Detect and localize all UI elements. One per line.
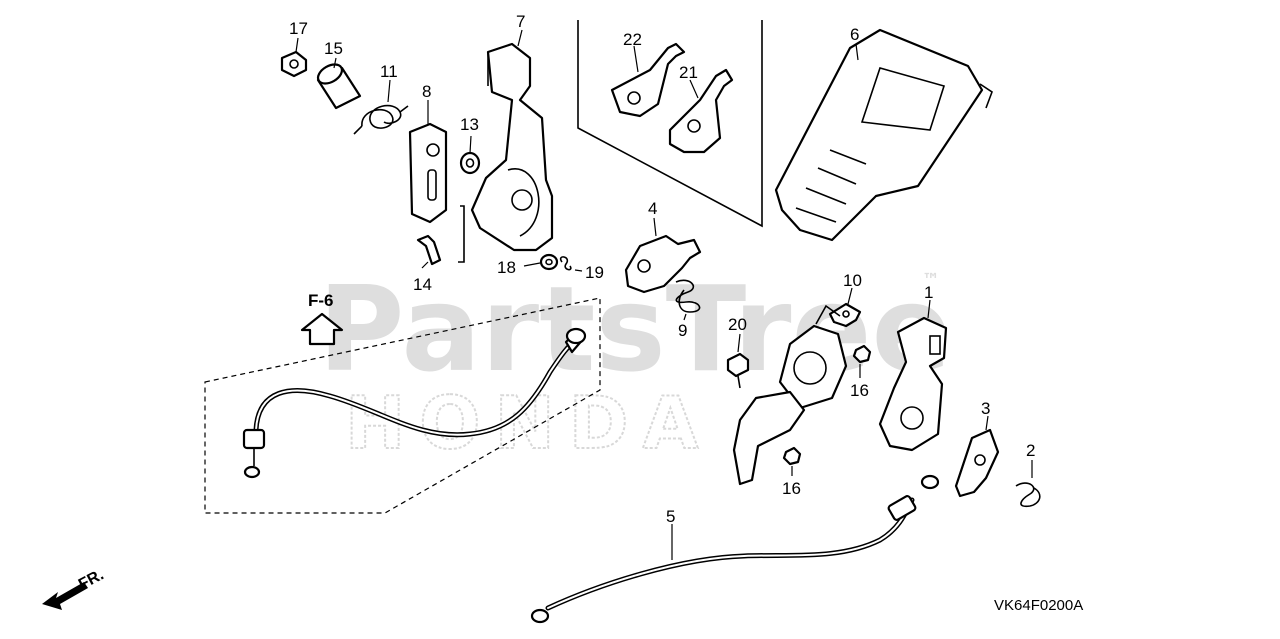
- callout-18: 18: [497, 258, 516, 277]
- part-1-lever: [878, 299, 948, 452]
- front-marker: FR.: [42, 566, 107, 610]
- part-22-plate: [610, 42, 686, 118]
- part-15-collar: [316, 57, 362, 110]
- front-arrow-icon: [42, 582, 88, 610]
- callout-17: 17: [289, 19, 308, 38]
- part-14-pin: [416, 205, 465, 269]
- callout-11: 11: [380, 62, 398, 81]
- part-6-cover: [774, 28, 993, 242]
- part-11-spring: [353, 79, 409, 135]
- cable-group-outline: [204, 297, 601, 514]
- part-7-lever: [470, 29, 554, 252]
- callout-10: 10: [843, 271, 862, 290]
- up-arrow-icon: [300, 312, 344, 346]
- part-9-spring: [675, 279, 701, 321]
- part-3-plate: [954, 415, 1000, 498]
- callout-9: 9: [678, 321, 687, 340]
- part-4-plate: [624, 217, 702, 294]
- part-13-washer: [459, 135, 481, 175]
- inset-box-plates: [577, 20, 763, 228]
- drawing-code: VK64F0200A: [994, 597, 1083, 614]
- callout-22: 22: [623, 30, 642, 49]
- lever-assembly-center: [732, 304, 848, 486]
- callout-14: 14: [413, 275, 432, 294]
- callout-15: 15: [324, 39, 343, 58]
- callout-19: 19: [585, 263, 604, 282]
- part-20-bolt: [726, 333, 750, 389]
- callout-20: 20: [728, 315, 747, 334]
- part-16-nut-lower: [782, 446, 802, 476]
- part-18-washer: [523, 253, 559, 271]
- part-8-bracket: [408, 100, 448, 224]
- callout-4: 4: [648, 199, 657, 218]
- callout-2: 2: [1026, 441, 1035, 460]
- callout-16-upper: 16: [850, 381, 869, 400]
- part-10-clip: [828, 287, 862, 328]
- callout-5: 5: [666, 507, 675, 526]
- part-2-spring: [1015, 460, 1041, 508]
- callout-1: 1: [924, 283, 933, 302]
- part-19-clip: [559, 256, 583, 272]
- callout-6: 6: [850, 25, 859, 44]
- callout-3: 3: [981, 399, 990, 418]
- callout-16-lower: 16: [782, 479, 801, 498]
- callout-21: 21: [679, 63, 698, 82]
- callout-13: 13: [460, 115, 479, 134]
- part-5-cable: [530, 474, 940, 624]
- watermark-tm: ™: [922, 270, 940, 291]
- reference-label: F-6: [308, 291, 334, 310]
- cable-upper: [242, 327, 587, 479]
- reference-f6: F-6: [300, 291, 344, 346]
- callout-8: 8: [422, 82, 431, 101]
- callouts: 17 15 11 8 13 7 22 21 6 4 9 10 1 20 16 1…: [289, 12, 1035, 526]
- part-16-nut-upper: [852, 344, 872, 378]
- part-17-nut: [280, 37, 308, 78]
- callout-7: 7: [516, 12, 525, 31]
- part-21-plate: [668, 68, 734, 154]
